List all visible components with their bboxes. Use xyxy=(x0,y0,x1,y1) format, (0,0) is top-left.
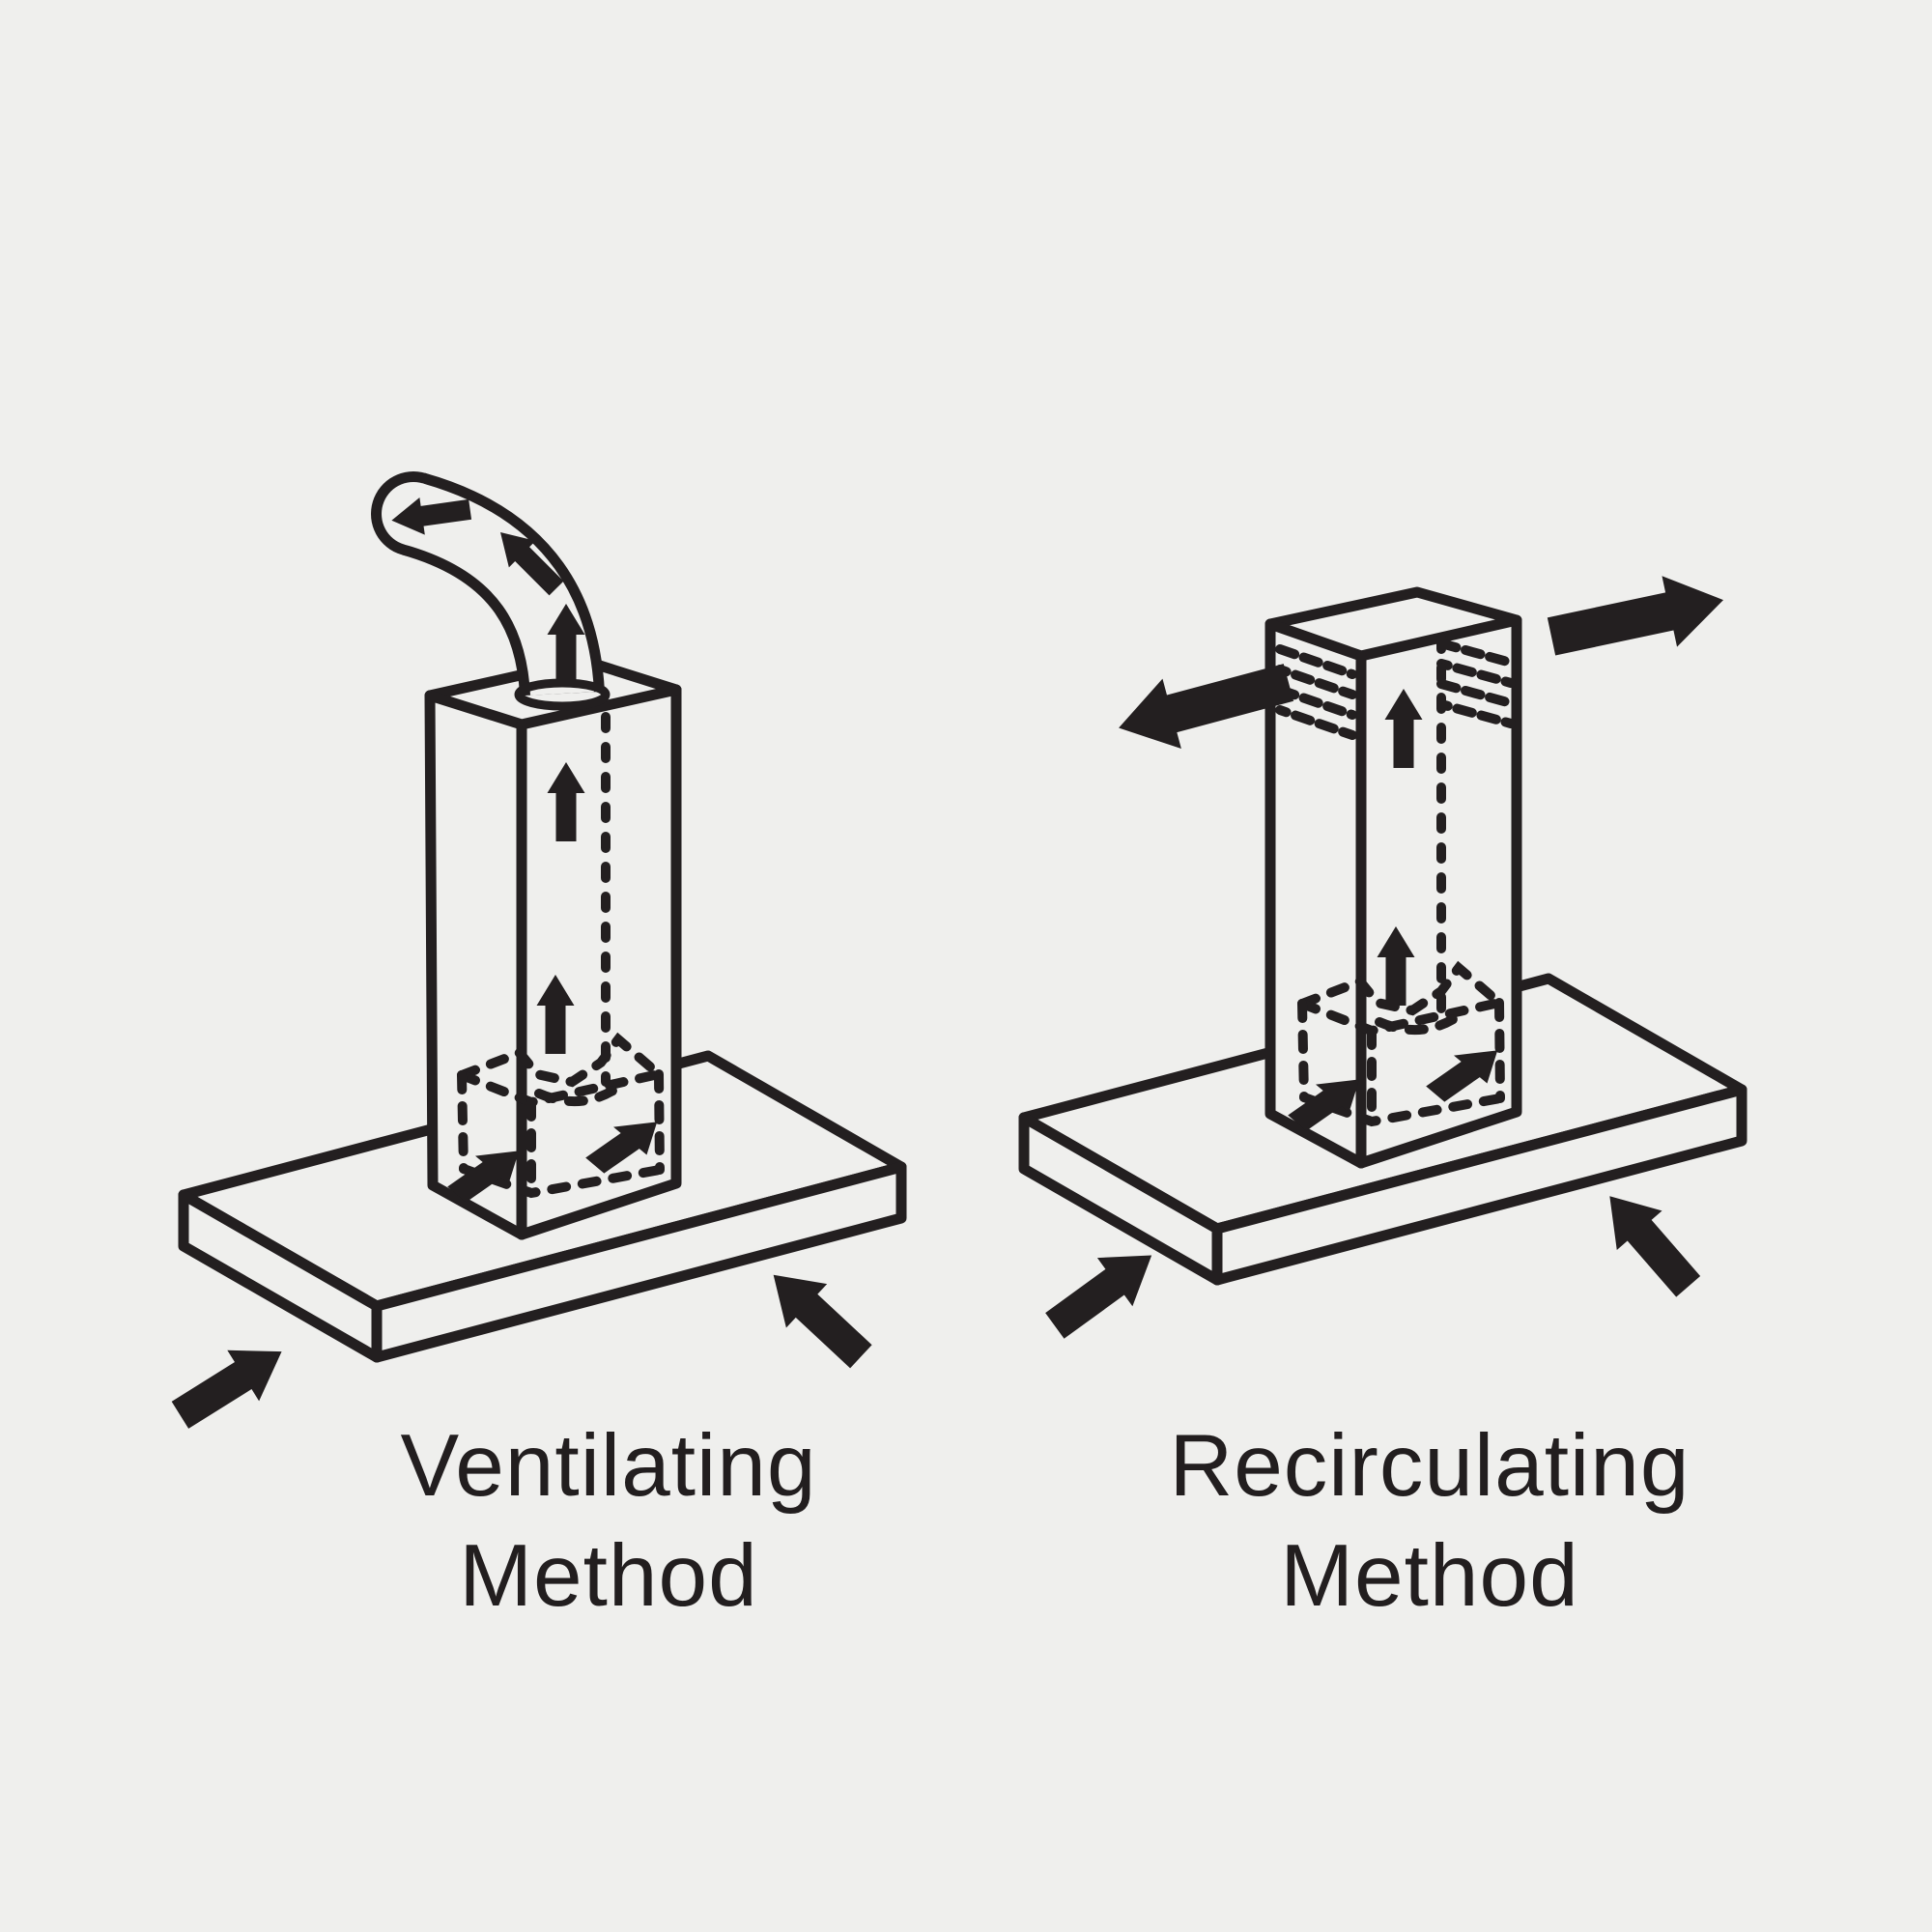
filter-inflow-arrow-left xyxy=(1288,1079,1360,1131)
grille-dash-row xyxy=(1275,705,1357,740)
recirculating-airflow-arrows xyxy=(1045,576,1724,1339)
fan-box-back-edge-with-duct-notch xyxy=(457,1032,664,1088)
filter-inflow-arrow-right xyxy=(585,1122,658,1174)
ventilating-diagram: Ventilating Method xyxy=(171,471,907,1625)
internal-fan-box xyxy=(457,1032,665,1199)
grille-dash-row xyxy=(1436,659,1516,688)
vent-out-arrow-right xyxy=(1547,576,1724,656)
fan-box-duct-opening-arc xyxy=(534,1085,619,1106)
ventilating-airflow-arrows xyxy=(171,497,872,1429)
vent-grille-left xyxy=(1275,644,1357,740)
hood-plate-front-face xyxy=(371,1161,907,1363)
filter-box-vertical-edges xyxy=(1297,998,1505,1126)
hood-plate-front-face xyxy=(1211,1084,1747,1286)
room-air-intake-arrow-left xyxy=(1045,1255,1152,1339)
grille-dash-row xyxy=(1275,644,1357,679)
internal-filter-box xyxy=(1297,960,1505,1127)
room-air-intake-arrow-left xyxy=(171,1350,282,1429)
duct-airflow-arrow-bend xyxy=(500,532,564,596)
ventilating-label-line2: Method xyxy=(459,1527,758,1625)
filter-inflow-arrow-right xyxy=(1426,1050,1498,1102)
fan-box-vertical-edges xyxy=(457,1069,665,1198)
filter-box-duct-opening-arc xyxy=(1375,1013,1460,1035)
recirculating-label-line1: Recirculating xyxy=(1169,1417,1690,1515)
filter-box-back-edge-with-duct-notch xyxy=(1297,960,1504,1016)
grille-dash-row xyxy=(1436,699,1516,728)
grille-dash-row xyxy=(1436,639,1516,668)
chimney-airflow-arrow-lower xyxy=(1377,926,1415,1006)
recirculating-diagram: Recirculating Method xyxy=(1018,576,1747,1625)
room-air-intake-arrow-right xyxy=(773,1274,872,1369)
recirculating-label-line2: Method xyxy=(1280,1527,1579,1625)
duct-airflow-arrow-rise xyxy=(547,604,585,683)
filter-inflow-arrow-left xyxy=(447,1151,520,1203)
vent-grille-right xyxy=(1436,639,1516,728)
grille-dash-row xyxy=(1436,679,1516,708)
ventilating-label-line1: Ventilating xyxy=(401,1417,817,1515)
chimney-airflow-arrow-upper xyxy=(547,762,585,841)
fan-box-bottom-edges xyxy=(459,1164,665,1199)
chimney-airflow-arrow-lower xyxy=(536,975,575,1054)
filter-box-bottom-edges xyxy=(1299,1093,1505,1127)
room-air-intake-arrow-right xyxy=(1609,1196,1701,1297)
vent-out-arrow-left xyxy=(1119,664,1294,750)
grille-dash-row xyxy=(1275,665,1357,699)
duct-airflow-arrow-exit xyxy=(391,497,472,535)
chimney-airflow-arrow-upper xyxy=(1384,689,1423,768)
grille-dash-row xyxy=(1275,685,1357,720)
